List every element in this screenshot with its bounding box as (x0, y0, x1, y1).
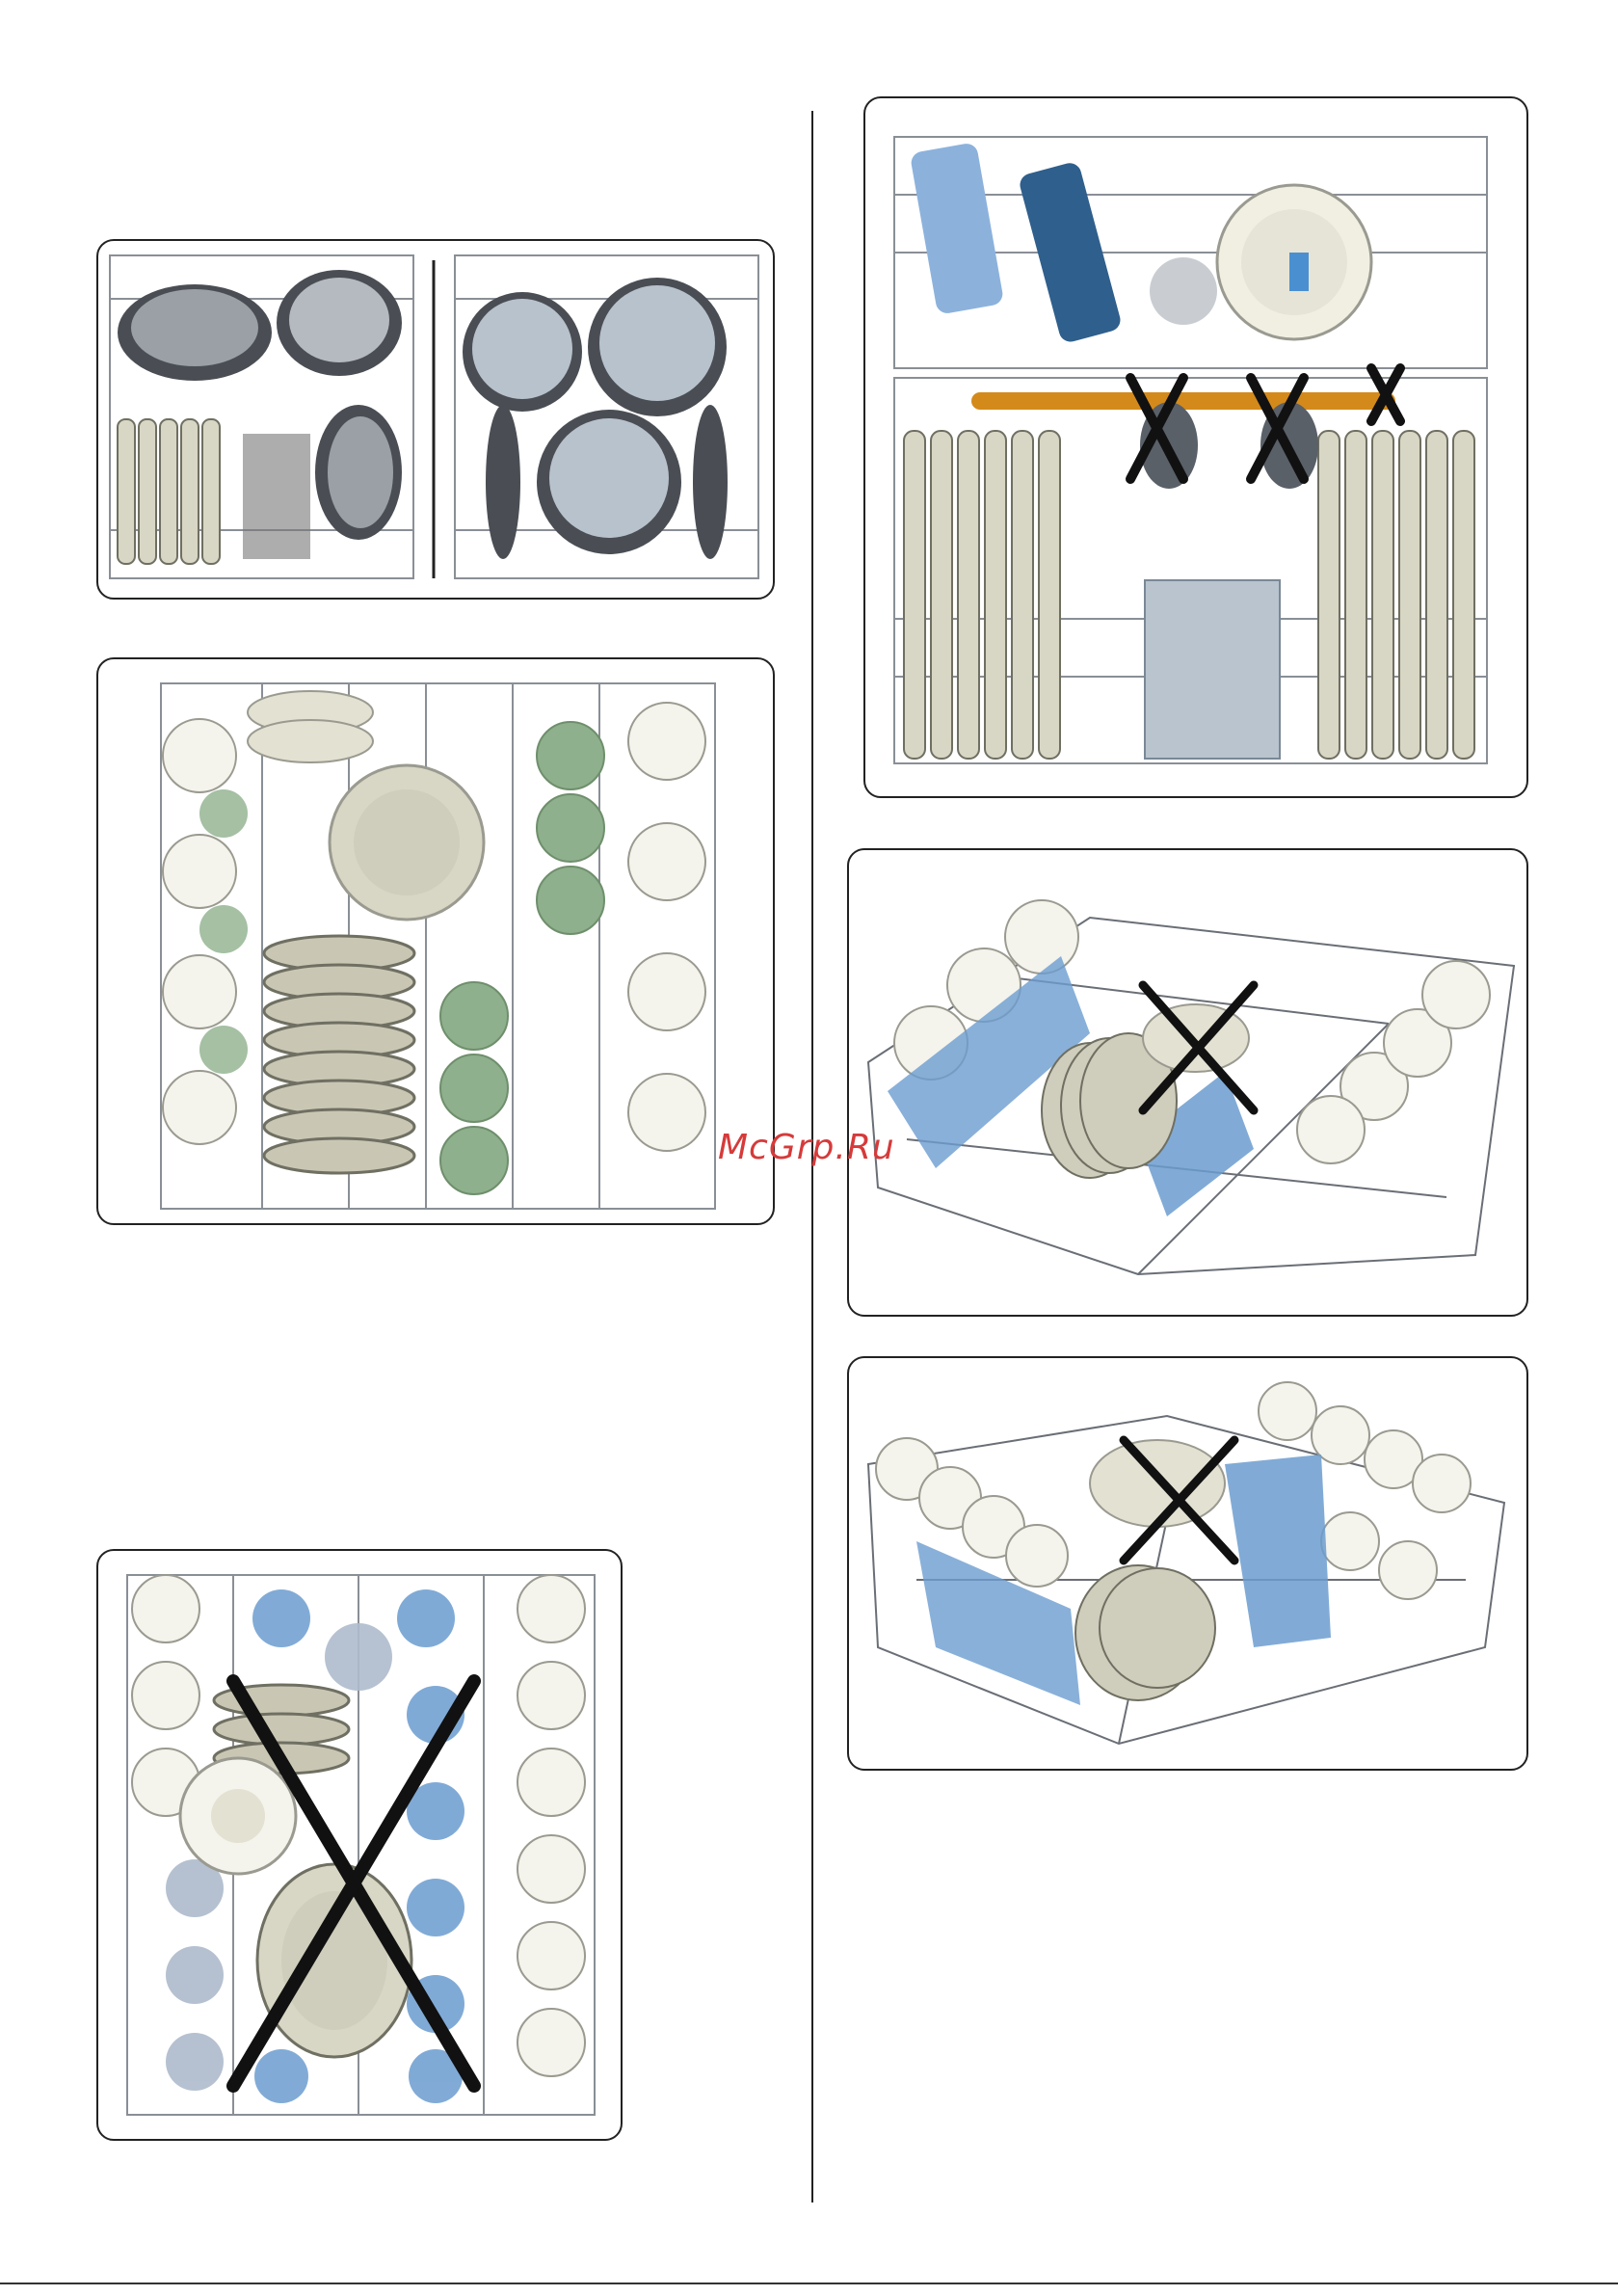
upper-rack-perspective-2-illustration (849, 1358, 1526, 1769)
watermark-text: McGrp.Ru (718, 1128, 895, 1167)
pans-rack-illustration (98, 241, 773, 598)
lower-rack-spray-arm-illustration (865, 98, 1526, 796)
upper-rack-perspective-1-illustration (849, 850, 1526, 1315)
figure-pans-lower-rack (96, 239, 775, 600)
figure-upper-rack-incorrect-perspective-2 (847, 1356, 1528, 1771)
upper-rack-correct-illustration (98, 659, 773, 1223)
figure-upper-rack-incorrect-top-view (96, 1549, 623, 2141)
figure-upper-rack-correct-top-view (96, 657, 775, 1225)
upper-rack-incorrect-illustration (98, 1551, 621, 2139)
figure-lower-rack-blocked-spray-arm (863, 96, 1528, 798)
footer-rule (0, 2283, 1618, 2284)
figure-upper-rack-incorrect-perspective-1 (847, 848, 1528, 1317)
